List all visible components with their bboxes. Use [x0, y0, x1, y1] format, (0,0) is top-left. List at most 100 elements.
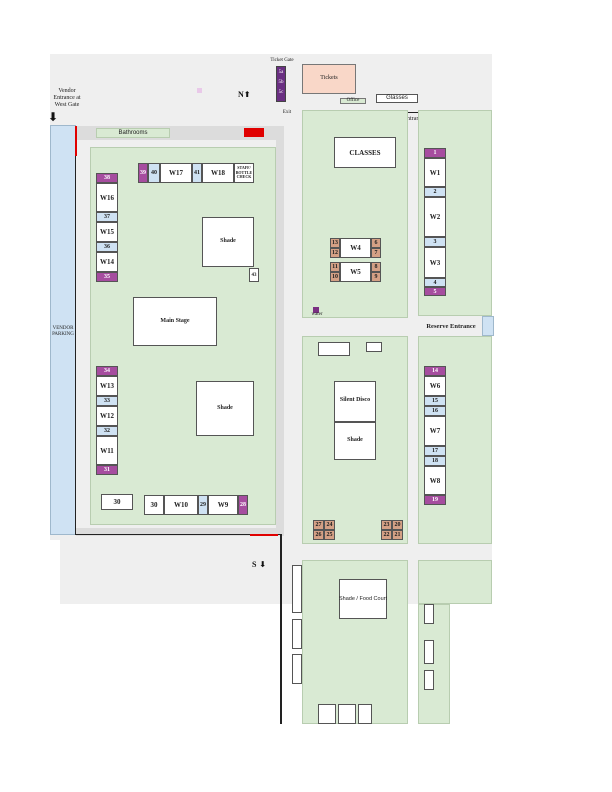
wagon-w8[interactable]: W8 — [424, 466, 446, 495]
booth-15[interactable]: 15 — [424, 396, 446, 406]
exit-label: Exit — [282, 110, 292, 115]
shade-label: Shade — [220, 238, 236, 244]
main-stage — [133, 297, 217, 346]
booth-27[interactable]: 27 — [313, 520, 324, 530]
booth-30[interactable]: 30 — [101, 494, 133, 510]
wagon-w15[interactable]: W15 — [96, 222, 118, 242]
vendor-stall — [292, 619, 302, 649]
red-marker — [75, 126, 77, 156]
booth-8[interactable]: 8 — [371, 262, 381, 272]
path-strip-bottom — [76, 528, 280, 536]
wagon-w16[interactable]: W16 — [96, 183, 118, 212]
up-arrow-icon: ⬆ — [243, 90, 251, 99]
reserve-entrance-label: Reserve Entrance — [426, 323, 476, 330]
shade-area — [334, 422, 376, 460]
ticket-gate-number: 5a — [278, 70, 284, 75]
wagon-w1[interactable]: W1 — [424, 158, 446, 187]
booth-23[interactable]: 23 — [381, 520, 392, 530]
small-structure — [318, 342, 350, 356]
wagon-w11[interactable]: W11 — [96, 436, 118, 465]
down-arrow-icon: ⬇ — [48, 110, 59, 124]
glasses-label: Glasses — [386, 95, 408, 101]
booth-19[interactable]: 19 — [424, 495, 446, 505]
booth-26[interactable]: 26 — [313, 530, 324, 540]
booth-25[interactable]: 25 — [324, 530, 335, 540]
booth-30-b[interactable]: 30 — [144, 495, 164, 515]
booth-13[interactable]: 13 — [330, 238, 340, 248]
booth-7[interactable]: 7 — [371, 248, 381, 258]
wagon-w7[interactable]: W7 — [424, 416, 446, 446]
wagon-w6[interactable]: W6 — [424, 376, 446, 396]
booth-43[interactable]: 43 — [249, 268, 259, 282]
booth-21[interactable]: 21 — [392, 530, 403, 540]
food-court-label: Shade / Food Court — [339, 596, 388, 602]
booth-14[interactable]: 14 — [424, 366, 446, 376]
ticket-gate — [276, 66, 286, 102]
ticket-gate-number: 5c — [278, 90, 284, 95]
south-east-field — [418, 560, 492, 604]
booth-41[interactable]: 41 — [192, 163, 202, 183]
booth-36[interactable]: 36 — [96, 242, 118, 252]
booth-4[interactable]: 4 — [424, 278, 446, 287]
wagon-w18[interactable]: W18 — [202, 163, 234, 183]
vendor-stall — [424, 604, 434, 624]
wagon-w9[interactable]: W9 — [208, 495, 238, 515]
classes-label: CLASSES — [349, 149, 381, 157]
booth-3[interactable]: 3 — [424, 237, 446, 247]
booth-34[interactable]: 34 — [96, 366, 118, 376]
silent-disco-label: Silent Disco — [339, 397, 371, 403]
office-label: Office — [346, 98, 360, 103]
vendor-parking-label: VENDOR PARKING — [52, 326, 74, 337]
vendor-stall — [338, 704, 356, 724]
fence-line-left — [75, 126, 76, 534]
booth-9[interactable]: 9 — [371, 272, 381, 282]
ticket-gate-label: Ticket Gate — [270, 58, 294, 63]
booth-22[interactable]: 22 — [381, 530, 392, 540]
food-court-tent — [339, 579, 387, 619]
booth-38[interactable]: 38 — [96, 173, 118, 183]
vendor-stall — [424, 670, 434, 690]
fence-line-h — [75, 534, 280, 535]
south-east-field-lower — [418, 604, 450, 724]
entrance-label: Entrance — [403, 116, 425, 122]
glasses-box — [376, 94, 418, 103]
booth-18[interactable]: 18 — [424, 456, 446, 466]
booth-2[interactable]: 2 — [424, 187, 446, 197]
wagon-w12[interactable]: W12 — [96, 406, 118, 426]
booth-39[interactable]: 39 — [138, 163, 148, 183]
wagon-w17[interactable]: W17 — [160, 163, 192, 183]
wagon-w3[interactable]: W3 — [424, 247, 446, 278]
booth-20[interactable]: 20 — [392, 520, 403, 530]
booth-6[interactable]: 6 — [371, 238, 381, 248]
reserve-entrance-gate[interactable] — [482, 316, 494, 336]
wagon-w2[interactable]: W2 — [424, 197, 446, 237]
vendor-stall — [292, 565, 302, 613]
booth-5[interactable]: 5 — [424, 287, 446, 296]
booth-12[interactable]: 12 — [330, 248, 340, 258]
booth-35[interactable]: 35 — [96, 272, 118, 282]
marker-dot — [197, 88, 202, 93]
booth-28[interactable]: 28 — [238, 495, 248, 515]
booth-31[interactable]: 31 — [96, 465, 118, 475]
booth-37[interactable]: 37 — [96, 212, 118, 222]
booth-40[interactable]: 40 — [148, 163, 160, 183]
shade-area — [202, 217, 254, 267]
booth-17[interactable]: 17 — [424, 446, 446, 456]
wagon-w13[interactable]: W13 — [96, 376, 118, 396]
wagon-w14[interactable]: W14 — [96, 252, 118, 272]
booth-32[interactable]: 32 — [96, 426, 118, 436]
shade-area — [196, 381, 254, 436]
entrance-line — [396, 112, 436, 113]
wagon-w10[interactable]: W10 — [164, 495, 198, 515]
booth-33[interactable]: 33 — [96, 396, 118, 406]
booth-1[interactable]: 1 — [424, 148, 446, 158]
booth-10[interactable]: 10 — [330, 272, 340, 282]
booth-24[interactable]: 24 — [324, 520, 335, 530]
path-vertical — [276, 126, 284, 536]
booth-11[interactable]: 11 — [330, 262, 340, 272]
wagon-w4[interactable]: W4 — [340, 238, 371, 258]
booth-29[interactable]: 29 — [198, 495, 208, 515]
wagon-w5[interactable]: W5 — [340, 262, 371, 282]
staff-bottle-check[interactable]: STAFF/ BOTTLE CHECK — [234, 163, 254, 183]
booth-16[interactable]: 16 — [424, 406, 446, 416]
